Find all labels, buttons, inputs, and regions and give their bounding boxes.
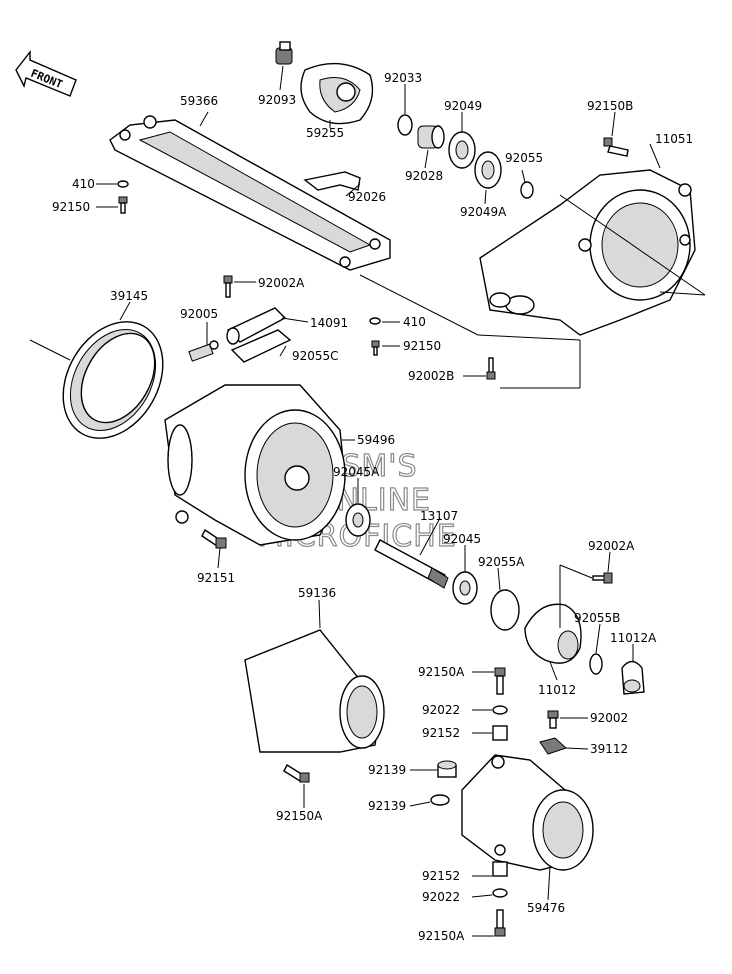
part-92152-collar bbox=[492, 725, 508, 741]
label-92045A: 92045A bbox=[333, 465, 380, 479]
label-92028: 92028 bbox=[405, 169, 443, 183]
part-59255-impeller bbox=[300, 62, 374, 125]
part-92049-seal bbox=[448, 131, 476, 169]
label-59255: 59255 bbox=[306, 126, 344, 140]
label-11012: 11012 bbox=[538, 683, 576, 697]
label-92002A: 92002A bbox=[258, 276, 305, 290]
label-92022-2: 92022 bbox=[422, 890, 460, 904]
part-92055B-oring bbox=[589, 653, 603, 675]
part-11051-housing bbox=[479, 169, 696, 336]
label-92150A-3: 92150A bbox=[418, 929, 465, 943]
label-92002: 92002 bbox=[590, 711, 628, 725]
part-92151-bolt bbox=[201, 528, 227, 549]
label-59496: 59496 bbox=[357, 433, 395, 447]
part-92022-washer bbox=[492, 705, 508, 715]
label-92055B: 92055B bbox=[574, 611, 620, 625]
label-92152-2: 92152 bbox=[422, 869, 460, 883]
part-59476-reverse-bucket bbox=[461, 754, 594, 871]
label-59136: 59136 bbox=[298, 586, 336, 600]
label-92150A-2: 92150A bbox=[276, 809, 323, 823]
part-92045-bearing bbox=[452, 571, 478, 605]
label-92022: 92022 bbox=[422, 703, 460, 717]
part-92055-oring bbox=[520, 181, 534, 199]
label-92150-2: 92150 bbox=[403, 339, 441, 353]
part-92093-nut bbox=[275, 41, 293, 65]
label-92005: 92005 bbox=[180, 307, 218, 321]
label-92049A: 92049A bbox=[460, 205, 507, 219]
part-92139-bushing bbox=[437, 760, 457, 778]
part-92049A-seal bbox=[474, 151, 502, 189]
label-92002B: 92002B bbox=[408, 369, 454, 383]
label-410: 410 bbox=[72, 177, 95, 191]
label-92093: 92093 bbox=[258, 93, 296, 107]
part-labels: 59366 92093 92033 92049 92150B 11051 410… bbox=[52, 71, 693, 943]
part-410-washer bbox=[117, 180, 129, 188]
label-59476: 59476 bbox=[527, 901, 565, 915]
part-92002A-bolt bbox=[223, 275, 233, 298]
part-59366-plate bbox=[109, 115, 391, 271]
part-92055A-oring bbox=[490, 589, 520, 631]
part-13107-shaft bbox=[374, 539, 449, 589]
part-11012A-cap bbox=[621, 660, 645, 695]
label-11051: 11051 bbox=[655, 132, 693, 146]
label-92139-2: 92139 bbox=[368, 799, 406, 813]
part-92150A-bolt bbox=[283, 763, 310, 783]
part-92002-bolt bbox=[547, 710, 559, 729]
label-92026: 92026 bbox=[348, 190, 386, 204]
front-arrow-icon: FRONT bbox=[15, 49, 77, 97]
part-92150B-bolt bbox=[603, 137, 629, 157]
part-39145-ring bbox=[62, 321, 164, 439]
label-92049: 92049 bbox=[444, 99, 482, 113]
label-92055A: 92055A bbox=[478, 555, 525, 569]
label-39145: 39145 bbox=[110, 289, 148, 303]
label-59366: 59366 bbox=[180, 94, 218, 108]
part-92002B-bolt bbox=[486, 357, 496, 380]
label-92033: 92033 bbox=[384, 71, 422, 85]
label-39112: 39112 bbox=[590, 742, 628, 756]
part-92022-washer-2 bbox=[492, 888, 508, 898]
label-92055: 92055 bbox=[505, 151, 543, 165]
label-11012A: 11012A bbox=[610, 631, 657, 645]
part-39112-bracket bbox=[539, 737, 567, 755]
label-92055C: 92055C bbox=[292, 349, 339, 363]
part-92152-collar-2 bbox=[492, 861, 508, 877]
label-92152: 92152 bbox=[422, 726, 460, 740]
part-92150A-bolt-3 bbox=[494, 909, 506, 937]
part-92002A-bolt-2 bbox=[592, 572, 613, 584]
label-92151: 92151 bbox=[197, 571, 235, 585]
part-92150-bolt bbox=[118, 196, 128, 214]
label-92150B: 92150B bbox=[587, 99, 633, 113]
label-410-2: 410 bbox=[403, 315, 426, 329]
part-92028-sleeve bbox=[417, 125, 445, 149]
part-92150A-bolt-2 bbox=[494, 667, 506, 695]
label-92002A-2: 92002A bbox=[588, 539, 635, 553]
part-92055C-gasket bbox=[230, 329, 292, 363]
part-11012-cap bbox=[524, 603, 582, 664]
label-92139: 92139 bbox=[368, 763, 406, 777]
part-92026 bbox=[303, 171, 361, 191]
label-92150A: 92150A bbox=[418, 665, 465, 679]
label-14091: 14091 bbox=[310, 316, 348, 330]
part-410-washer-2 bbox=[369, 317, 381, 325]
part-92139-bushing-2 bbox=[430, 794, 450, 806]
label-92045: 92045 bbox=[443, 532, 481, 546]
label-92150: 92150 bbox=[52, 200, 90, 214]
part-59496-pump-case bbox=[164, 384, 346, 546]
part-92005-fitting bbox=[188, 340, 219, 362]
part-59136-nozzle bbox=[244, 629, 385, 753]
label-13107: 13107 bbox=[420, 509, 458, 523]
part-92150-bolt-2 bbox=[371, 340, 380, 356]
part-92045A-bearing bbox=[345, 503, 371, 537]
leader-lines bbox=[29, 65, 706, 937]
part-92033-circlip bbox=[397, 114, 413, 136]
